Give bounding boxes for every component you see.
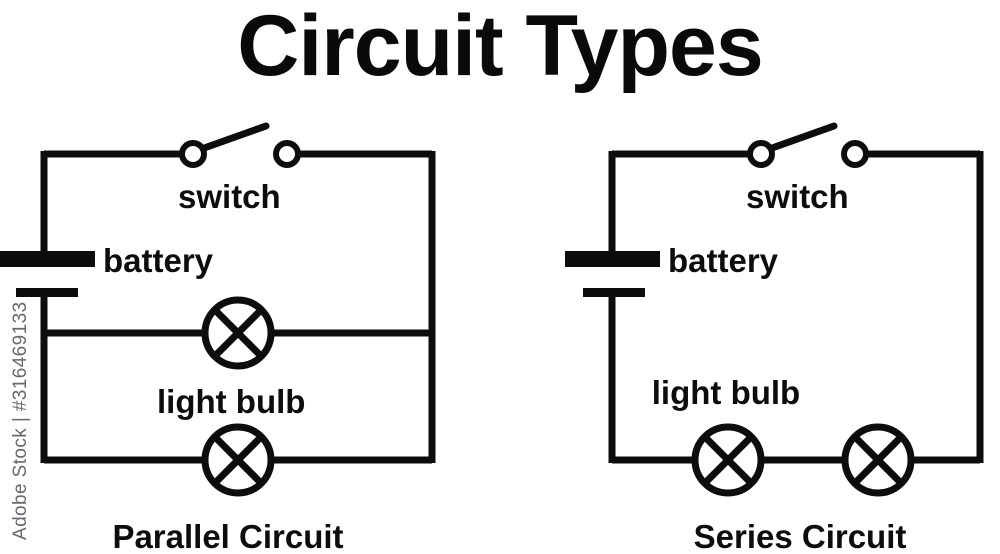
battery-plate-positive [0, 251, 95, 267]
watermark-label: Adobe Stock | #316469133 [10, 302, 31, 541]
parallel-circuit-caption: Parallel Circuit [112, 518, 343, 554]
parallel-battery-symbol [0, 251, 95, 297]
switch-node-left [179, 140, 207, 168]
parallel-bulb-lower [201, 423, 275, 497]
series-switch-symbol[interactable] [747, 122, 869, 168]
parallel-circuit-group: switch battery light bulb Parallel [0, 122, 436, 554]
bulb-cross-stroke-b [702, 434, 754, 486]
parallel-switch-symbol[interactable] [179, 122, 301, 168]
parallel-switch-label: switch [178, 178, 281, 215]
bulb-cross-stroke-b [212, 307, 264, 359]
series-bulb-left [691, 423, 765, 497]
series-battery-label: battery [668, 242, 779, 279]
switch-node-left [747, 140, 775, 168]
series-circuit-caption: Series Circuit [694, 518, 907, 554]
switch-node-right [273, 140, 301, 168]
series-circuit-group: switch battery light bulb Se [565, 122, 984, 554]
parallel-battery-label: battery [103, 242, 214, 279]
battery-plate-negative [583, 288, 645, 297]
bulb-cross-stroke-b [212, 434, 264, 486]
battery-plate-positive [565, 251, 660, 267]
switch-node-right [841, 140, 869, 168]
parallel-bulb-upper [201, 296, 275, 370]
series-switch-label: switch [746, 178, 849, 215]
series-battery-symbol [565, 251, 660, 297]
series-bulb-label: light bulb [652, 374, 800, 411]
battery-plate-negative [16, 288, 78, 297]
parallel-bulb-label: light bulb [157, 383, 305, 420]
series-bulb-right [841, 423, 915, 497]
page-title: Circuit Types [237, 0, 762, 94]
bulb-cross-stroke-b [852, 434, 904, 486]
